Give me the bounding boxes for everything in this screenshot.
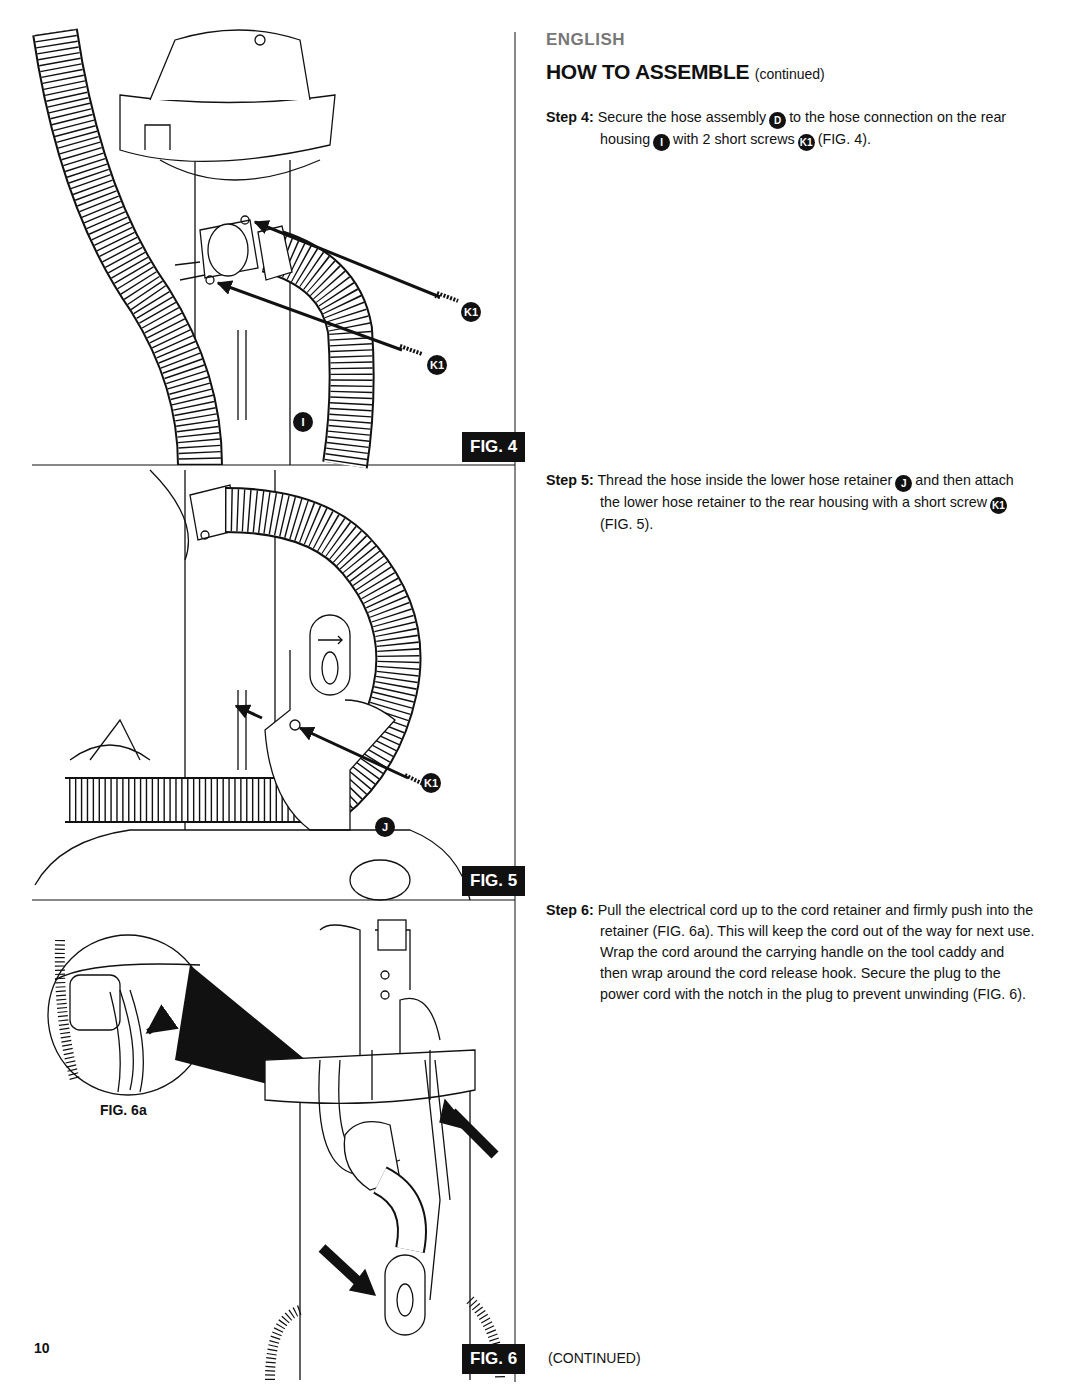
page-number: 10 xyxy=(34,1340,50,1356)
figure-tag-text: FIG. 4 xyxy=(470,437,517,456)
step-text: Thread the hose inside the lower hose re… xyxy=(597,472,892,488)
step-number: Step 5: xyxy=(546,472,594,488)
title-text: HOW TO ASSEMBLE xyxy=(546,60,749,83)
step-number: Step 4: xyxy=(546,109,594,125)
step-text: (FIG. 4). xyxy=(818,131,871,147)
step-paragraph: Step 4: Secure the hose assemblyDto the … xyxy=(546,107,1036,151)
step-number: Step 6: xyxy=(546,902,594,918)
callout-letter: K1 xyxy=(461,302,481,322)
figure-tag-text: FIG. 5 xyxy=(470,871,517,890)
callout-letter: I xyxy=(653,134,670,151)
callout-letter: K1 xyxy=(427,355,447,375)
callout-letter: J xyxy=(895,475,912,492)
figure-tag: FIG. 6 xyxy=(462,1344,525,1374)
step-text: Secure the hose assembly xyxy=(598,109,766,125)
step-text: Pull the electrical cord up to the cord … xyxy=(598,902,1035,1002)
title-note: (continued) xyxy=(755,66,825,82)
figure-label: FIG. 6a xyxy=(100,1102,147,1118)
step-paragraph: Step 6: Pull the electrical cord up to t… xyxy=(546,900,1036,1005)
step-text: (FIG. 5). xyxy=(600,516,653,532)
callout-letter: D xyxy=(769,112,786,129)
language-tag: ENGLISH xyxy=(546,30,625,50)
figure-tag: FIG. 4 xyxy=(462,432,525,462)
page-heading: HOW TO ASSEMBLE (continued) xyxy=(546,60,825,84)
callout-letter: K1 xyxy=(798,134,815,151)
continued-note: (CONTINUED) xyxy=(548,1350,641,1366)
callout-letter: K1 xyxy=(421,773,441,793)
callout-letter: J xyxy=(375,817,395,837)
figure-tag: FIG. 5 xyxy=(462,866,525,896)
callout-letter: K1 xyxy=(990,497,1007,514)
figure-tag-text: FIG. 6 xyxy=(470,1349,517,1368)
step-text: with 2 short screws xyxy=(673,131,795,147)
step-paragraph: Step 5: Thread the hose inside the lower… xyxy=(546,470,1036,535)
callout-letter: I xyxy=(293,412,313,432)
